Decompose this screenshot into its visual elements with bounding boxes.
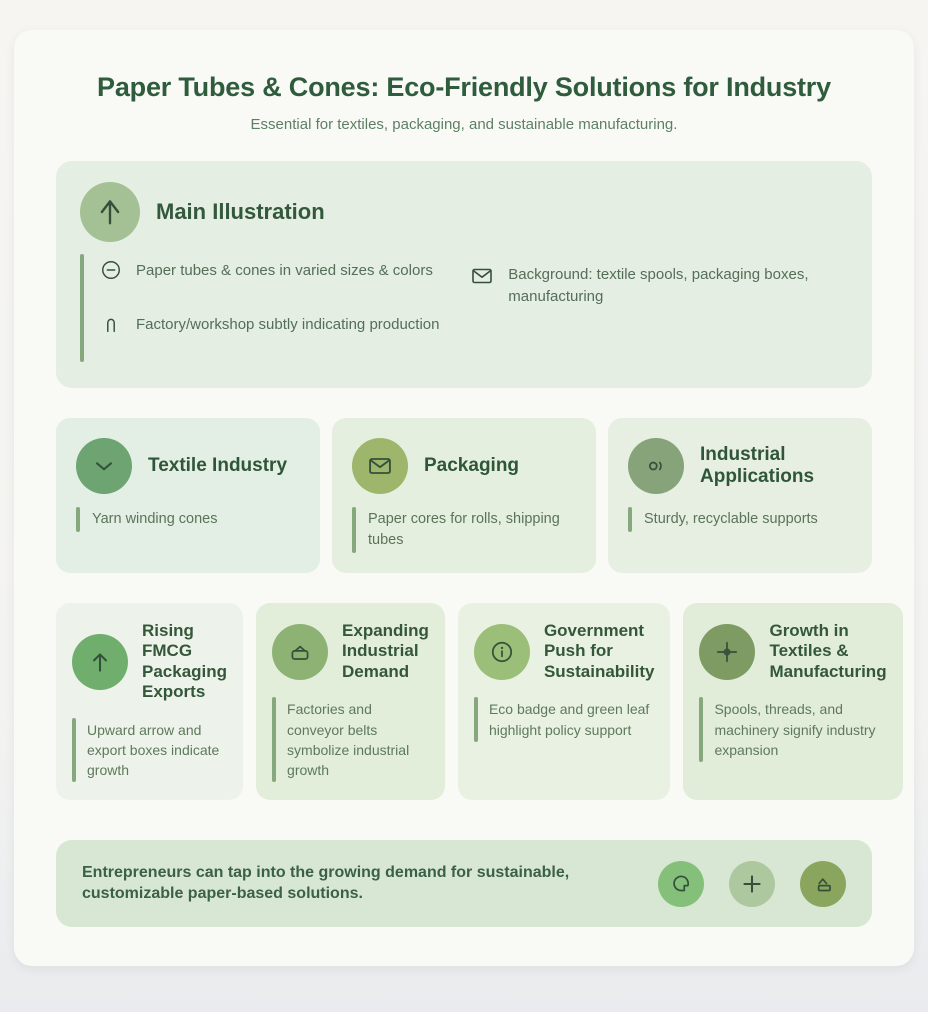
- main-illustration-section: Main Illustration Paper tubes & cones in…: [56, 161, 872, 388]
- card-title: Expanding Industrial Demand: [342, 621, 429, 681]
- accent-bar: [76, 507, 80, 533]
- card-description: Yarn winding cones: [92, 511, 218, 527]
- card-textile-industry: Textile Industry Yarn winding cones: [56, 418, 320, 574]
- chevron-down-icon: [76, 438, 132, 494]
- banner-text: Entrepreneurs can tap into the growing d…: [82, 864, 570, 902]
- accent-bar: [352, 507, 356, 554]
- spool-icon: [628, 438, 684, 494]
- crosshair-icon: [699, 623, 756, 680]
- accent-bar: [80, 254, 84, 362]
- card-title: Textile Industry: [148, 455, 288, 477]
- banner-icon-group: [658, 860, 846, 907]
- circle-minus-icon: [100, 259, 122, 286]
- cta-banner: Entrepreneurs can tap into the growing d…: [56, 840, 872, 928]
- main-illustration-title: Main Illustration: [156, 199, 325, 224]
- card-description: Upward arrow and export boxes indicate g…: [87, 721, 220, 779]
- accent-bar: [699, 697, 704, 763]
- card-industrial-applications: Industrial Applications Sturdy, recyclab…: [608, 418, 872, 574]
- plus-icon[interactable]: [729, 860, 775, 907]
- page-header: Paper Tubes & Cones: Eco-Friendly Soluti…: [56, 70, 872, 133]
- list-item: Paper tubes & cones in varied sizes & co…: [100, 260, 440, 286]
- card-title: Rising FMCG Packaging Exports: [142, 621, 228, 702]
- infographic-card: Paper Tubes & Cones: Eco-Friendly Soluti…: [14, 30, 914, 966]
- feature-card-row: Textile Industry Yarn winding cones Pack…: [56, 418, 872, 574]
- list-item-text: Paper tubes & cones in varied sizes & co…: [136, 262, 433, 279]
- basket-icon: [272, 623, 329, 680]
- accent-bar: [72, 717, 76, 783]
- info-icon: [473, 623, 530, 680]
- list-item: Factory/workshop subtly indicating produ…: [100, 314, 440, 340]
- card-description: Sturdy, recyclable supports: [644, 511, 818, 527]
- arch-icon: [100, 313, 122, 340]
- card-title: Packaging: [424, 455, 520, 477]
- main-illustration-header: Main Illustration: [80, 182, 848, 242]
- page-subtitle: Essential for textiles, packaging, and s…: [250, 116, 678, 133]
- card-rising-fmcg-exports: Rising FMCG Packaging Exports Upward arr…: [56, 603, 244, 801]
- card-description: Eco badge and green leaf highlight polic…: [488, 701, 650, 738]
- arrow-up-icon: [72, 633, 128, 690]
- envelope-icon: [470, 264, 494, 293]
- card-description: Spools, threads, and machinery signify i…: [714, 701, 876, 758]
- card-title: Industrial Applications: [700, 444, 815, 487]
- card-description: Paper cores for rolls, shipping tubes: [368, 511, 560, 549]
- card-description: Factories and conveyor belts symbolize i…: [287, 701, 410, 779]
- accent-bar: [473, 697, 478, 742]
- card-title: Growth in Textiles & Manufacturing: [769, 621, 887, 681]
- accent-bar: [272, 697, 277, 783]
- card-government-push-sustainability: Government Push for Sustainability Eco b…: [457, 603, 671, 801]
- branch-up-arrow-icon: [80, 182, 140, 242]
- envelope-icon: [352, 438, 408, 494]
- card-packaging: Packaging Paper cores for rolls, shippin…: [332, 418, 596, 574]
- page-title: Paper Tubes & Cones: Eco-Friendly Soluti…: [97, 72, 831, 102]
- main-illustration-right-column: Background: textile spools, packaging bo…: [470, 254, 848, 362]
- pie-shape-icon[interactable]: [658, 860, 704, 907]
- trend-card-row: Rising FMCG Packaging Exports Upward arr…: [56, 603, 903, 801]
- card-growth-textiles-manufacturing: Growth in Textiles & Manufacturing Spool…: [683, 603, 903, 801]
- accent-bar: [628, 507, 632, 533]
- list-item-text: Factory/workshop subtly indicating produ…: [136, 316, 440, 333]
- eject-shape-icon[interactable]: [800, 860, 846, 907]
- main-illustration-body: Paper tubes & cones in varied sizes & co…: [80, 254, 848, 362]
- card-title: Government Push for Sustainability: [543, 621, 655, 681]
- list-item-text: Background: textile spools, packaging bo…: [508, 266, 809, 305]
- card-expanding-industrial-demand: Expanding Industrial Demand Factories an…: [256, 603, 445, 801]
- main-illustration-left-column: Paper tubes & cones in varied sizes & co…: [80, 254, 450, 362]
